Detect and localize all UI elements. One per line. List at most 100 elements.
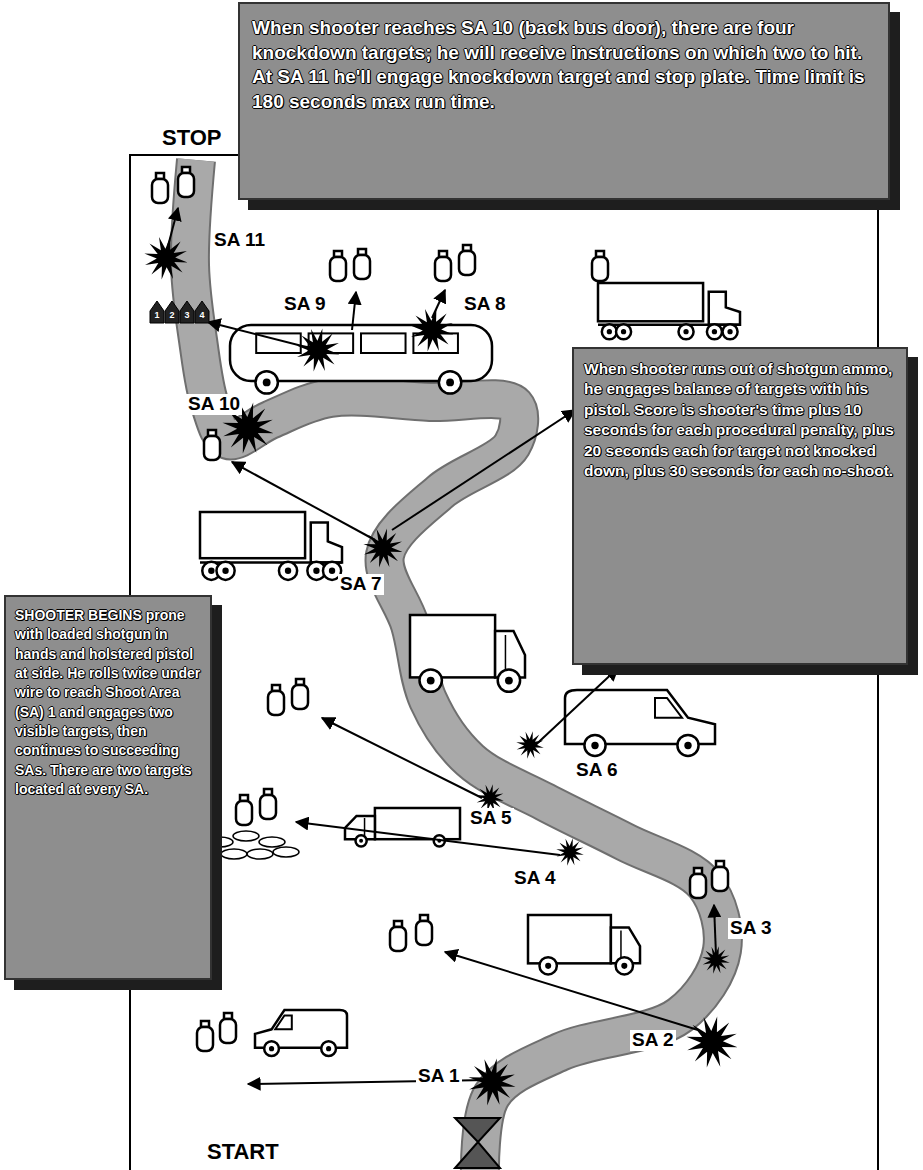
hub [621, 963, 627, 969]
cargo-box [528, 915, 611, 963]
wire-hazard [207, 831, 299, 859]
tank-body [292, 685, 308, 709]
target-tank [268, 685, 284, 715]
wire-loop [247, 849, 273, 859]
hub [313, 568, 319, 574]
wheel [420, 669, 442, 691]
hub [263, 378, 271, 386]
tank-body [236, 801, 252, 825]
knockdown-plate [180, 301, 194, 323]
shoot-area-burst [410, 308, 453, 351]
tank-body [690, 874, 706, 898]
shoot-area-burst [702, 946, 729, 973]
knockdown-number: 1 [151, 311, 163, 320]
shoot-area-label: SA 1 [416, 1066, 462, 1087]
shoot-area-label: SA 2 [630, 1030, 676, 1051]
aim-arrow [714, 905, 716, 955]
shoot-area-label: SA 5 [468, 808, 514, 829]
shoot-area-label: SA 9 [282, 294, 328, 315]
note-text: SHOOTER BEGINS prone with loaded shotgun… [15, 606, 201, 799]
start-marker [455, 1118, 500, 1168]
shoot-area-label: SA 4 [512, 868, 558, 889]
target-tank [197, 1021, 213, 1051]
aim-arrow [392, 410, 575, 530]
tank-body [204, 436, 220, 460]
note-box: When shooter reaches SA 10 (back bus doo… [238, 2, 890, 200]
tank-body [197, 1027, 213, 1051]
cargo-box [410, 615, 495, 677]
hub [712, 329, 717, 334]
shoot-area-label: SA 7 [338, 574, 384, 595]
shoot-area-label: SA 10 [186, 394, 242, 415]
road-edge [190, 160, 723, 1170]
van-window [275, 1016, 292, 1030]
knockdown-number: 4 [196, 311, 208, 320]
wheel [723, 324, 738, 339]
hub [329, 568, 335, 574]
van-window [655, 698, 682, 718]
wheel [539, 957, 556, 974]
tank-body [330, 257, 346, 281]
tank-body [178, 173, 194, 197]
wheel [321, 1041, 336, 1056]
hub [446, 378, 454, 386]
knockdown-number: 3 [181, 311, 193, 320]
target-tank [435, 251, 451, 281]
target-tank [690, 868, 706, 898]
shoot-area-burst [296, 328, 339, 371]
bus-vehicle [230, 325, 492, 394]
wire-loop [259, 837, 285, 847]
aim-arrow [528, 668, 618, 752]
shoot-area-label: SA 11 [212, 230, 267, 251]
aim-arrow [432, 290, 445, 318]
aim-arrow [445, 952, 698, 1030]
wheel [602, 324, 617, 339]
hub [285, 568, 291, 574]
shoot-area-burst [516, 731, 543, 758]
aim-arrow [208, 322, 310, 348]
knockdown-plate [165, 301, 179, 323]
wire-loop [233, 831, 259, 841]
semi-truck [200, 512, 342, 580]
tank-body [390, 927, 406, 951]
wheel [356, 835, 367, 846]
semi-cab [311, 523, 342, 563]
target-tank [330, 251, 346, 281]
target-tank [178, 167, 194, 197]
wheel [677, 735, 698, 756]
hub [269, 1046, 274, 1051]
tank-body [220, 1019, 236, 1043]
wheel [264, 1041, 279, 1056]
semi-truck [598, 283, 740, 339]
shoot-area-burst [556, 838, 583, 865]
wheel [707, 324, 722, 339]
wheel [616, 324, 631, 339]
hub [222, 568, 228, 574]
knockdown-plate [150, 301, 164, 323]
van-vehicle [255, 1010, 347, 1056]
course-marker-label: START [205, 1140, 281, 1164]
tank-body [592, 257, 608, 281]
hub [621, 329, 626, 334]
wheel [439, 371, 461, 393]
note-box: SHOOTER BEGINS prone with loaded shotgun… [4, 595, 212, 980]
shoot-area-label: SA 8 [462, 294, 508, 315]
note-text: When shooter reaches SA 10 (back bus doo… [252, 16, 876, 115]
shoot-area-burst [363, 528, 402, 567]
target-tank [260, 789, 276, 819]
hub [326, 1046, 331, 1051]
tank-body [354, 255, 370, 279]
target-tank [236, 795, 252, 825]
target-tank [390, 921, 406, 951]
tank-body [260, 795, 276, 819]
hub [727, 329, 732, 334]
delivery-truck [410, 615, 525, 692]
target-tank [354, 249, 370, 279]
wheel [616, 957, 633, 974]
hub [684, 742, 691, 749]
trailer [598, 283, 703, 321]
shoot-area-burst [687, 1017, 738, 1068]
tank-body [459, 251, 475, 275]
